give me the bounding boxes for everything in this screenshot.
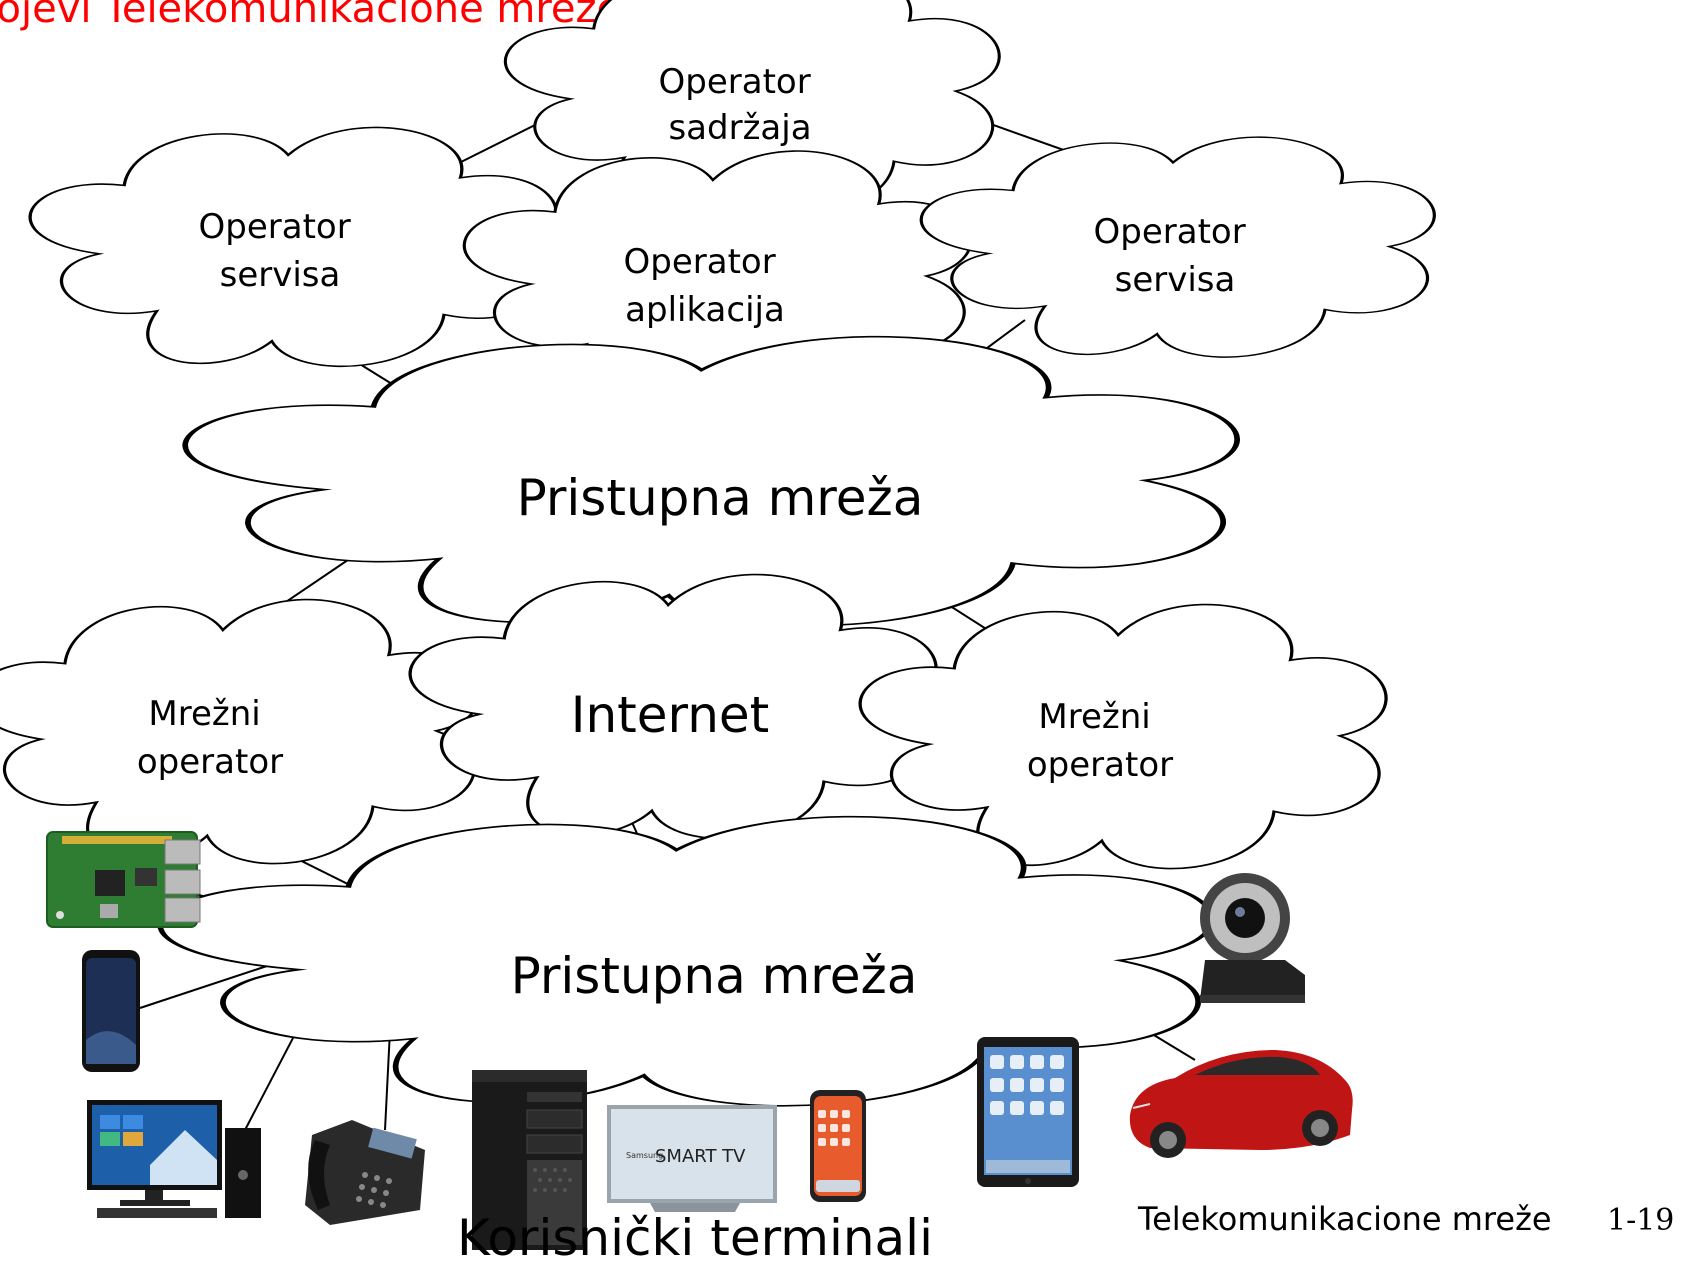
link-smartphone [139, 964, 271, 1009]
cloud-label-access-network-bottom: Pristupna mreža [511, 947, 918, 1005]
ip-phone-icon [305, 1120, 425, 1225]
cloud-label-service-operator-right: Operator servisa [1094, 212, 1257, 300]
cloud-label-internet: Internet [571, 686, 770, 744]
iphone-icon [810, 1090, 866, 1202]
cloud-label-network-operator-left: Mrežni operator [137, 694, 283, 782]
electric-car-icon [1129, 1050, 1353, 1158]
cloud-label-network-operator-right: Mrežni operator [1027, 697, 1173, 785]
desktop-computer-icon [87, 1100, 261, 1218]
server-tower-icon [472, 1070, 587, 1250]
terminals-label: Korisnički terminali [457, 1209, 933, 1261]
cloud-label-access-network-top: Pristupna mreža [517, 469, 924, 527]
smart-tv-icon: Samsung SMART TV [607, 1105, 777, 1212]
smart-tv-logo: SMART TV [655, 1146, 746, 1167]
smart-tv-brand: Samsung [626, 1151, 663, 1160]
cloud-label-service-operator-left: Operator servisa [199, 207, 362, 295]
link-ipphone [384, 1029, 391, 1131]
tablet-icon [977, 1037, 1079, 1187]
smartphone-icon [82, 950, 140, 1072]
circuit-board-icon [46, 831, 201, 928]
webcam-icon [1200, 873, 1305, 1003]
footer-page: 1-19 [1607, 1203, 1674, 1238]
footer-course: Telekomunikacione mreže [1137, 1200, 1552, 1238]
cloud-label-application-operator: Operator aplikacija [624, 242, 787, 330]
cloud-label-content-operator: Operator sadržaja [659, 62, 822, 148]
slide-title: Slojevi Telekomunikacione mreže [0, 0, 621, 32]
